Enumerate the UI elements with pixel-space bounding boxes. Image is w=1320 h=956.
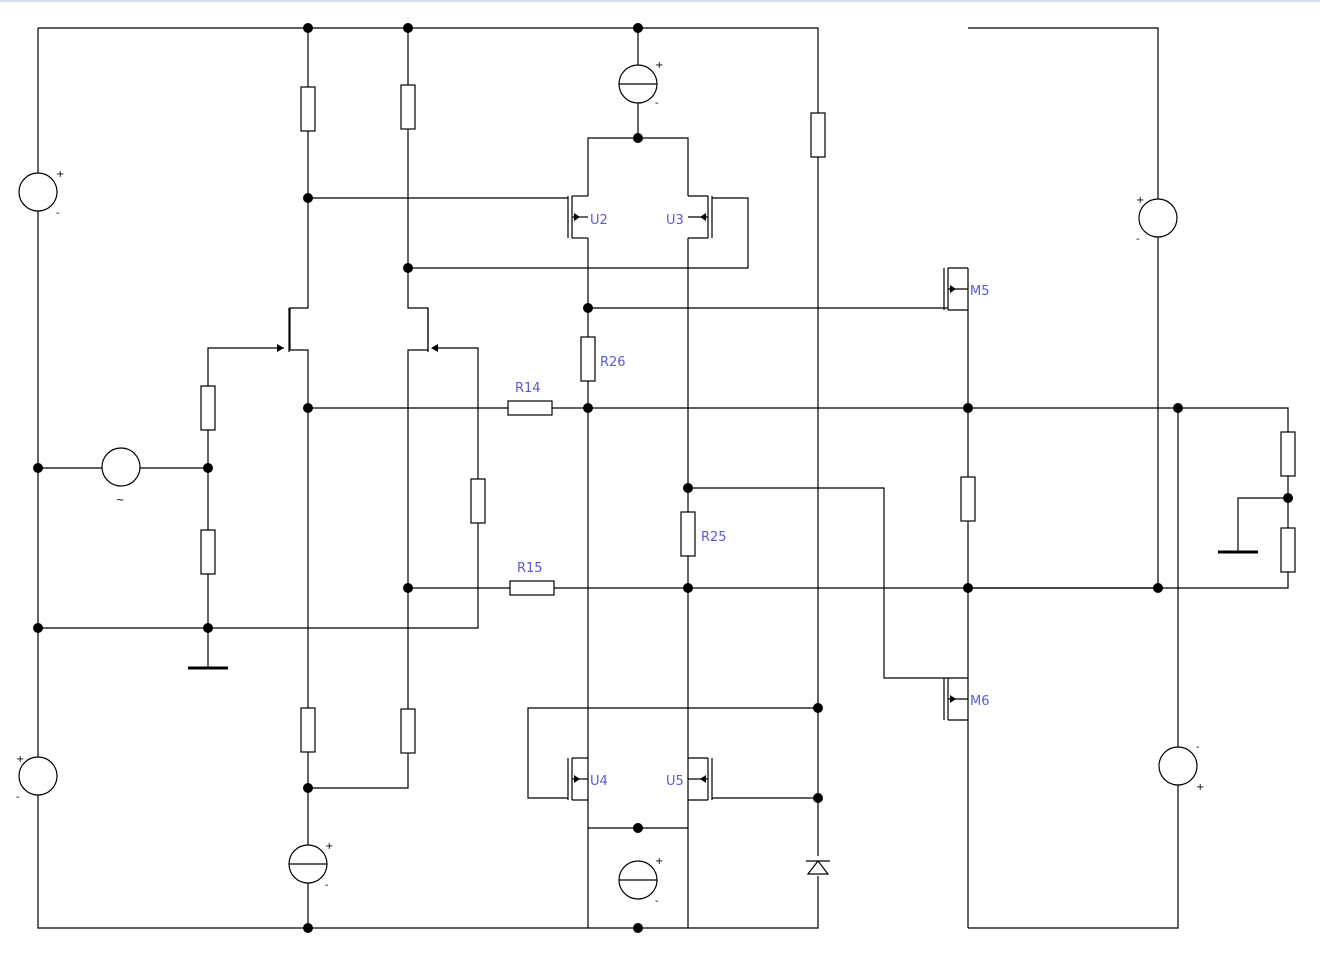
tilde-sign: ~ <box>116 495 124 506</box>
input-transistor-left <box>277 308 290 352</box>
minus-sign: - <box>1136 234 1140 245</box>
label-m6: M6 <box>970 694 990 709</box>
plus-sign: + <box>655 856 663 867</box>
minus-sign: - <box>325 880 329 891</box>
resistor-r25 <box>680 511 696 557</box>
mosfet-m6 <box>943 677 968 721</box>
plus-sign: + <box>16 754 24 765</box>
dc-source <box>1138 198 1178 238</box>
label-u2: U2 <box>590 213 608 228</box>
resistor-r26 <box>580 336 596 382</box>
label-r15: R15 <box>517 561 543 576</box>
label-r26: R26 <box>600 355 626 370</box>
mosfet-u3 <box>688 195 713 239</box>
resistor <box>200 385 216 431</box>
minus-sign: - <box>655 896 659 907</box>
mosfet-m5 <box>943 267 968 311</box>
resistor-r14 <box>507 400 553 416</box>
label-u3: U3 <box>666 213 684 228</box>
mosfet-u4 <box>567 757 588 801</box>
dc-source <box>1158 746 1198 786</box>
dc-source <box>18 172 58 212</box>
label-r25: R25 <box>701 530 727 545</box>
plus-sign: + <box>56 169 64 180</box>
plus-sign: + <box>1196 782 1204 793</box>
plus-sign: + <box>1136 195 1144 206</box>
resistor <box>960 476 976 522</box>
resistor <box>1280 527 1296 573</box>
transistors <box>277 195 968 801</box>
plus-sign: + <box>655 60 663 71</box>
resistor <box>300 86 316 132</box>
resistor-r15 <box>509 580 555 596</box>
resistor <box>300 707 316 753</box>
input-transistor-right <box>427 308 438 352</box>
resistor <box>810 112 826 158</box>
window-top-border <box>0 0 1320 2</box>
resistor <box>400 708 416 754</box>
label-u5: U5 <box>666 774 684 789</box>
zener-diode <box>806 856 830 876</box>
wires <box>37 27 1289 929</box>
minus-sign: - <box>56 208 60 219</box>
resistor <box>400 84 416 130</box>
mosfet-u5 <box>688 757 713 801</box>
resistor <box>200 529 216 575</box>
dc-source <box>18 756 58 796</box>
resistors <box>200 84 1296 754</box>
label-m5: M5 <box>970 284 990 299</box>
ac-source <box>101 447 141 487</box>
junction-dots <box>33 23 1293 933</box>
minus-sign: - <box>16 792 20 803</box>
plus-sign: + <box>325 841 333 852</box>
component-labels: U2 U3 U4 U5 M5 M6 R26 R25 R14 R15 <box>515 213 990 789</box>
label-u4: U4 <box>590 774 608 789</box>
minus-sign: - <box>655 98 659 109</box>
minus-sign: - <box>1196 742 1200 753</box>
resistor <box>1280 431 1296 477</box>
label-r14: R14 <box>515 381 541 396</box>
mosfet-u2 <box>567 195 588 239</box>
resistor <box>470 478 486 524</box>
voltage-sources: + - + - ~ + - + - + - + - - + <box>16 60 1204 907</box>
